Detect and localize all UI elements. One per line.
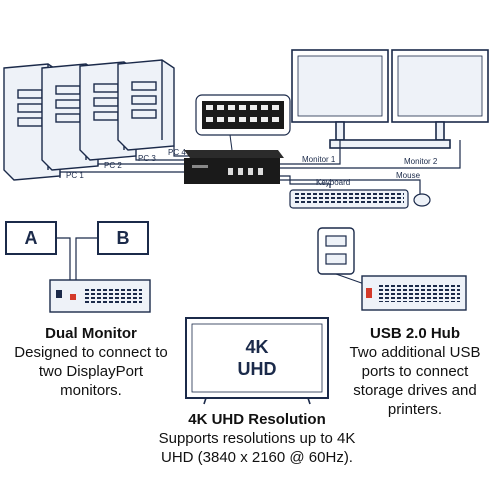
monitors-top <box>291 49 489 149</box>
pc-cables <box>59 146 190 178</box>
uhd-tv <box>185 317 329 405</box>
dual-monitor-line3: monitors. <box>60 382 122 399</box>
pc-label-2: PC 2 <box>104 161 122 170</box>
usb-hub-line2: ports to connect <box>361 363 469 380</box>
monitor-a-label: A <box>25 228 38 248</box>
pc-towers <box>3 59 175 181</box>
pc-label-3: PC 3 <box>138 154 156 163</box>
monitor-2-label: Monitor 2 <box>404 157 438 166</box>
usb-hub-line1: Two additional USB <box>349 344 481 361</box>
monitor-stand <box>329 139 451 149</box>
keyboard <box>289 189 409 209</box>
usb-port-2 <box>325 253 347 265</box>
pc-label-group: PC 1 PC 2 PC 3 PC 4 <box>66 148 186 180</box>
uhd-screen-line2: UHD <box>238 359 277 379</box>
monitor-b-label: B <box>117 228 130 248</box>
uhd-screen-line1: 4K <box>245 337 268 357</box>
uhd-line1: Supports resolutions up to 4K <box>158 430 356 447</box>
monitor-1 <box>291 49 389 141</box>
pc-tower-4 <box>117 59 175 151</box>
monitor-a <box>5 221 57 255</box>
mouse <box>413 193 431 207</box>
uhd-line2: UHD (3840 x 2160 @ 60Hz). <box>161 449 353 466</box>
dual-monitor-line1: Designed to connect to <box>14 344 168 361</box>
usb-hub-title: USB 2.0 Hub <box>369 325 460 342</box>
kvm-switch <box>184 150 284 184</box>
dual-monitor-line2: two DisplayPort <box>38 363 144 380</box>
keyboard-label: Keyboard <box>316 178 350 187</box>
uhd-title: 4K UHD Resolution <box>188 411 326 428</box>
usb-port-1 <box>325 235 347 247</box>
dual-monitor-graphic <box>5 221 151 313</box>
monitor-1-label: Monitor 1 <box>302 155 336 164</box>
peripheral-cables <box>280 140 461 194</box>
mouse-label: Mouse <box>396 171 421 180</box>
usb-hub-caption: USB 2.0 Hub Two additional USB ports to … <box>330 324 500 419</box>
usb-hub-graphic <box>317 227 467 311</box>
kvm-back-panel-callout <box>195 94 291 151</box>
monitor-2 <box>391 49 489 141</box>
pc-label-4: PC 4 <box>168 148 186 157</box>
pc-label-1: PC 1 <box>66 171 84 180</box>
usb-hub-line3: storage drives and <box>353 382 477 399</box>
monitor-b <box>97 221 149 255</box>
usb-hub-line4: printers. <box>387 401 443 418</box>
dual-monitor-title: Dual Monitor <box>45 325 137 342</box>
dual-monitor-caption: Dual Monitor Designed to connect to two … <box>2 324 180 400</box>
uhd-caption: 4K UHD Resolution Supports resolutions u… <box>140 410 374 467</box>
